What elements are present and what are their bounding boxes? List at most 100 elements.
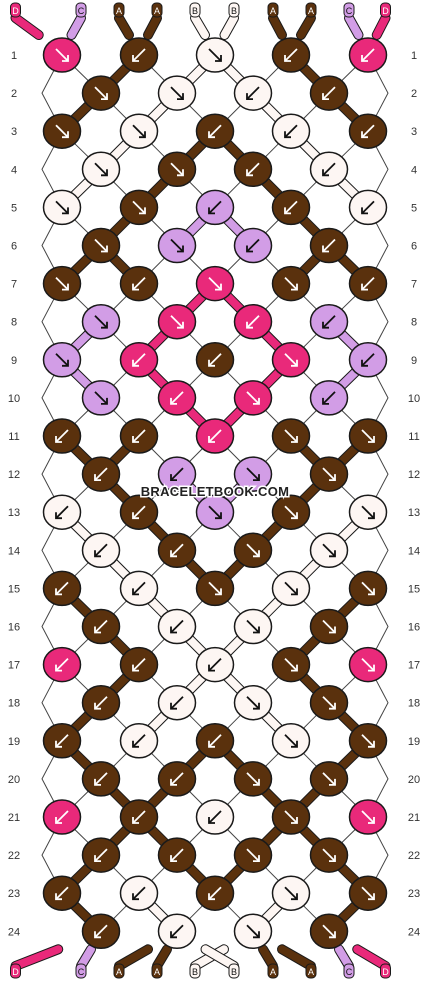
knot <box>348 37 388 73</box>
knot <box>233 532 273 569</box>
bottom-string <box>201 945 238 970</box>
string-label-top: D <box>12 6 19 16</box>
row-number-label: 17 <box>408 660 420 672</box>
knot <box>348 189 388 226</box>
row-number-label: 12 <box>408 469 420 481</box>
arrow-head <box>253 778 260 786</box>
knot <box>42 723 82 759</box>
arrow-down-left-icon <box>361 48 375 62</box>
arrow-head <box>62 283 69 291</box>
arrow-down-left-icon <box>132 429 146 443</box>
knot <box>119 494 159 530</box>
row-number-label: 2 <box>11 88 17 100</box>
string-label-top: D <box>382 6 389 16</box>
arrow-head <box>55 512 62 520</box>
row-number-label: 19 <box>408 736 420 748</box>
arrow-down-left-icon <box>132 581 146 596</box>
arrow-head <box>55 817 62 824</box>
arrow-head <box>215 283 222 291</box>
knot <box>81 456 121 492</box>
arrow-down-left-icon <box>55 810 69 824</box>
arrow-head <box>62 359 69 367</box>
knot <box>195 342 235 378</box>
arrow-head <box>329 626 336 634</box>
row-number-label: 21 <box>8 812 20 824</box>
arrow-down-right-icon <box>208 581 222 596</box>
knot <box>233 75 273 111</box>
arrow-head <box>246 169 253 177</box>
arrow-down-left-icon <box>132 505 146 519</box>
knot <box>309 837 349 873</box>
arrow-down-left-icon <box>132 276 146 291</box>
arrow-down-right-icon <box>361 810 375 824</box>
knot <box>233 151 273 188</box>
row-number-label: 11 <box>408 431 419 443</box>
arrow-head <box>62 131 69 139</box>
arrow-down-left-icon <box>208 734 222 748</box>
knot <box>271 646 311 683</box>
arrow-head <box>329 474 336 482</box>
arrow-head <box>215 55 222 62</box>
arrow-down-right-icon <box>322 772 336 786</box>
string-label-bottom-swatch <box>151 963 163 979</box>
arrow-down-right-icon <box>94 238 108 253</box>
arrow-down-left-icon <box>170 924 184 938</box>
arrow-head <box>55 588 62 596</box>
knot <box>119 265 159 302</box>
knot <box>42 875 82 911</box>
arrow-head <box>132 436 139 443</box>
knot <box>195 875 235 911</box>
row-number-label: 6 <box>11 241 17 253</box>
arrow-head <box>215 512 222 520</box>
knot <box>81 684 121 721</box>
row-number-label: 14 <box>408 545 420 557</box>
row-number-label: 4 <box>411 164 417 176</box>
knot <box>119 570 159 607</box>
arrow-down-right-icon <box>284 581 298 596</box>
arrow-head <box>101 397 108 405</box>
arrow-down-left-icon <box>94 543 108 557</box>
arrow-down-right-icon <box>208 505 222 519</box>
knot <box>309 227 349 264</box>
row-number-label: 1 <box>411 50 417 62</box>
arrow-down-right-icon <box>246 543 260 557</box>
string-label-bottom: D <box>12 967 19 977</box>
knot <box>309 608 349 645</box>
arrow-down-right-icon <box>361 581 375 596</box>
string-label-bottom-swatch <box>75 963 87 979</box>
arrow-head <box>253 626 260 634</box>
knot <box>81 151 121 188</box>
string-label-bottom-swatch <box>189 963 201 979</box>
arrow-down-right-icon <box>284 276 298 291</box>
row-number-label: 10 <box>8 393 20 405</box>
knot <box>271 570 311 607</box>
arrow-down-left-icon <box>284 124 298 138</box>
knot <box>233 684 273 721</box>
arrow-down-right-icon <box>94 162 108 176</box>
arrow-head <box>253 855 260 862</box>
arrow-head <box>361 131 368 139</box>
arrow-head <box>291 588 298 596</box>
arrow-down-left-icon <box>246 238 260 253</box>
arrow-down-right-icon <box>132 124 146 138</box>
arrow-down-left-icon <box>94 619 108 634</box>
row-number-label: 24 <box>408 926 420 938</box>
knot <box>309 151 349 188</box>
row-number-label: 10 <box>408 393 420 405</box>
arrow-head <box>132 588 139 596</box>
string-label-bottom: C <box>78 967 85 977</box>
arrow-down-right-icon <box>284 810 298 824</box>
knot <box>119 113 159 149</box>
string-label-top-swatch <box>380 2 391 18</box>
arrow-head <box>208 131 215 139</box>
knot <box>271 723 311 759</box>
arrow-head <box>208 436 215 443</box>
arrow-head <box>329 702 336 710</box>
knot <box>195 646 235 683</box>
arrow-down-right-icon <box>246 924 260 938</box>
row-number-label: 6 <box>411 241 417 253</box>
arrow-head <box>132 359 139 367</box>
arrow-head <box>55 740 62 748</box>
arrow-head <box>170 702 177 710</box>
knot <box>119 418 159 454</box>
